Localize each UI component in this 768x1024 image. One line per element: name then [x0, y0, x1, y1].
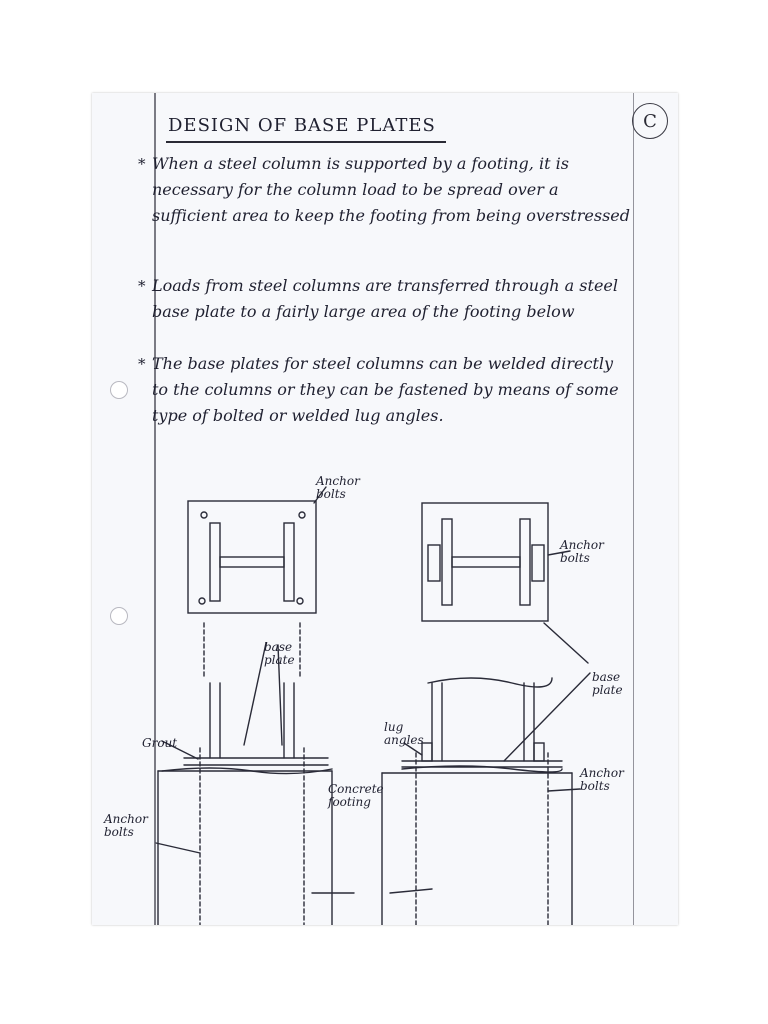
label-lug-angles: lug angles [384, 720, 424, 747]
margin-line [154, 93, 156, 925]
bullet-icon: * [138, 155, 146, 173]
label-anchor-bolts-3: Anchor bolts [104, 812, 148, 839]
base-plate-sketches [155, 486, 591, 925]
label-grout: Grout [142, 736, 178, 750]
bullet-icon: * [138, 277, 146, 295]
paragraph-3: * The base plates for steel columns can … [138, 351, 630, 429]
paragraph-text: When a steel column is supported by a fo… [152, 154, 630, 225]
paragraph-2: * Loads from steel columns are transferr… [138, 273, 630, 325]
notebook-page: C DESIGN OF BASE PLATES * When a steel c… [92, 93, 678, 925]
label-anchor-bolts-1: Anchor bolts [316, 474, 360, 501]
corner-mark: C [632, 103, 668, 139]
label-anchor-bolts-4: Anchor bolts [580, 766, 624, 793]
label-anchor-bolts-2: Anchor bolts [560, 538, 604, 565]
punch-hole-icon [110, 607, 128, 625]
label-base-plate-2: base plate [592, 670, 623, 697]
right-plan-view [421, 502, 571, 622]
bullet-icon: * [138, 355, 146, 373]
left-elevation-view [155, 486, 333, 925]
paragraph-text: The base plates for steel columns can be… [152, 354, 619, 425]
label-base-plate-1: base plate [264, 640, 295, 667]
label-concrete-footing: Concrete footing [328, 782, 384, 809]
paragraph-1: * When a steel column is supported by a … [138, 151, 630, 229]
paragraph-text: Loads from steel columns are transferred… [152, 276, 618, 321]
left-plan-view [187, 500, 317, 614]
right-elevation-view [381, 622, 591, 925]
right-rule-line [632, 93, 634, 925]
page-title: DESIGN OF BASE PLATES [168, 115, 436, 136]
punch-hole-icon [110, 381, 128, 399]
title-underline [166, 141, 446, 143]
